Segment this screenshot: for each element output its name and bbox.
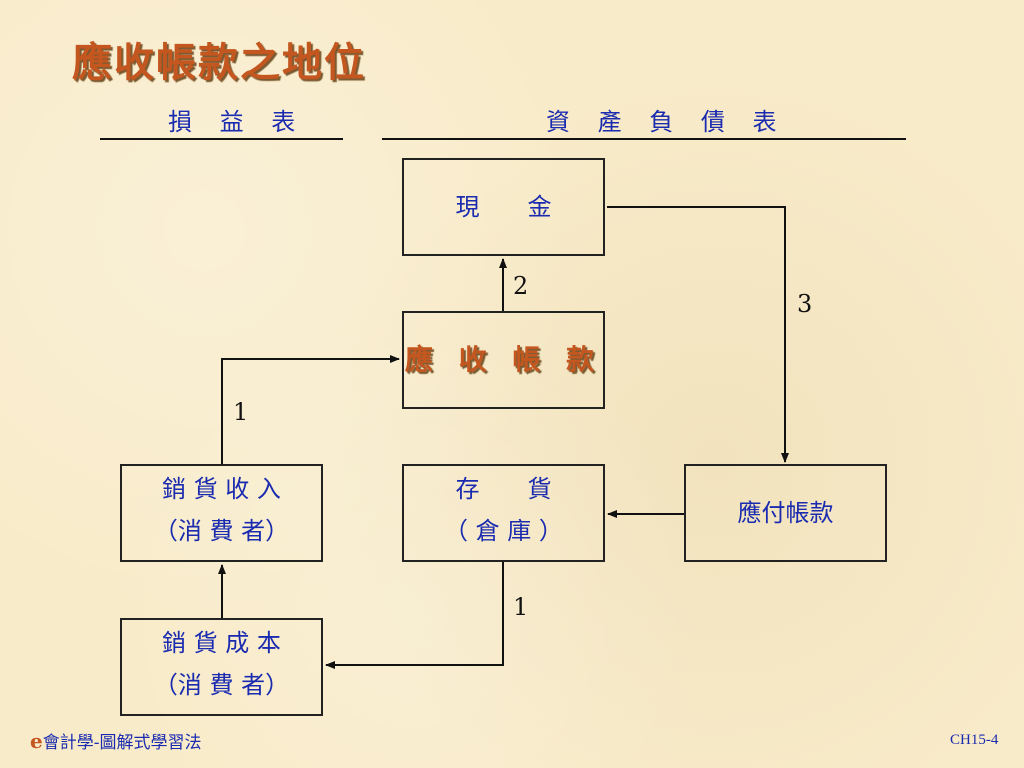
income-statement-rule xyxy=(100,138,343,140)
accounts-payable-box: 應付帳款 xyxy=(684,464,887,562)
cash-box: 現 金 xyxy=(402,158,605,256)
footer-course-title: e會計學-圖解式學習法 xyxy=(30,728,201,753)
sales-to-ar-step-number: 1 xyxy=(233,398,249,426)
cash-label: 現 金 xyxy=(455,193,552,221)
sales-revenue-label: 銷 貨 收 入 xyxy=(162,475,281,503)
income-statement-header: 損 益 表 xyxy=(168,108,306,136)
ar-to-cash-step-number: 2 xyxy=(513,272,529,300)
balance-sheet-header: 資 產 負 債 表 xyxy=(546,108,787,136)
accounts-receivable-label: 應 收 帳 款 xyxy=(404,343,603,376)
sales-revenue-box: 銷 貨 收 入 （消 費 者） xyxy=(120,464,323,562)
inventory-to-cogs-step-number: 1 xyxy=(513,593,529,621)
e-logo: e xyxy=(30,729,43,753)
accounts-payable-label: 應付帳款 xyxy=(737,499,834,527)
cash-to-ap-step-number: 3 xyxy=(797,290,813,318)
cash-to-ap-arrow xyxy=(607,206,789,463)
balance-sheet-rule xyxy=(382,138,906,140)
accounts-receivable-box: 應 收 帳 款 xyxy=(402,311,605,409)
course-name: 會計學-圖解式學習法 xyxy=(42,733,202,753)
cost-of-goods-sold-sublabel: （消 費 者） xyxy=(153,671,290,699)
inventory-label: 存 貨 xyxy=(455,475,552,503)
sales-revenue-sublabel: （消 費 者） xyxy=(153,517,290,545)
cost-of-goods-sold-label: 銷 貨 成 本 xyxy=(162,629,281,657)
inventory-sublabel: （ 倉 庫 ） xyxy=(444,517,563,545)
cost-of-goods-sold-box: 銷 貨 成 本 （消 費 者） xyxy=(120,618,323,716)
inventory-to-cogs-arrow xyxy=(325,562,504,669)
inventory-box: 存 貨 （ 倉 庫 ） xyxy=(402,464,605,562)
page-number: CH15-4 xyxy=(950,732,999,748)
sales-to-ar-arrow xyxy=(221,355,400,464)
page-title: 應收帳款之地位 xyxy=(72,39,366,86)
